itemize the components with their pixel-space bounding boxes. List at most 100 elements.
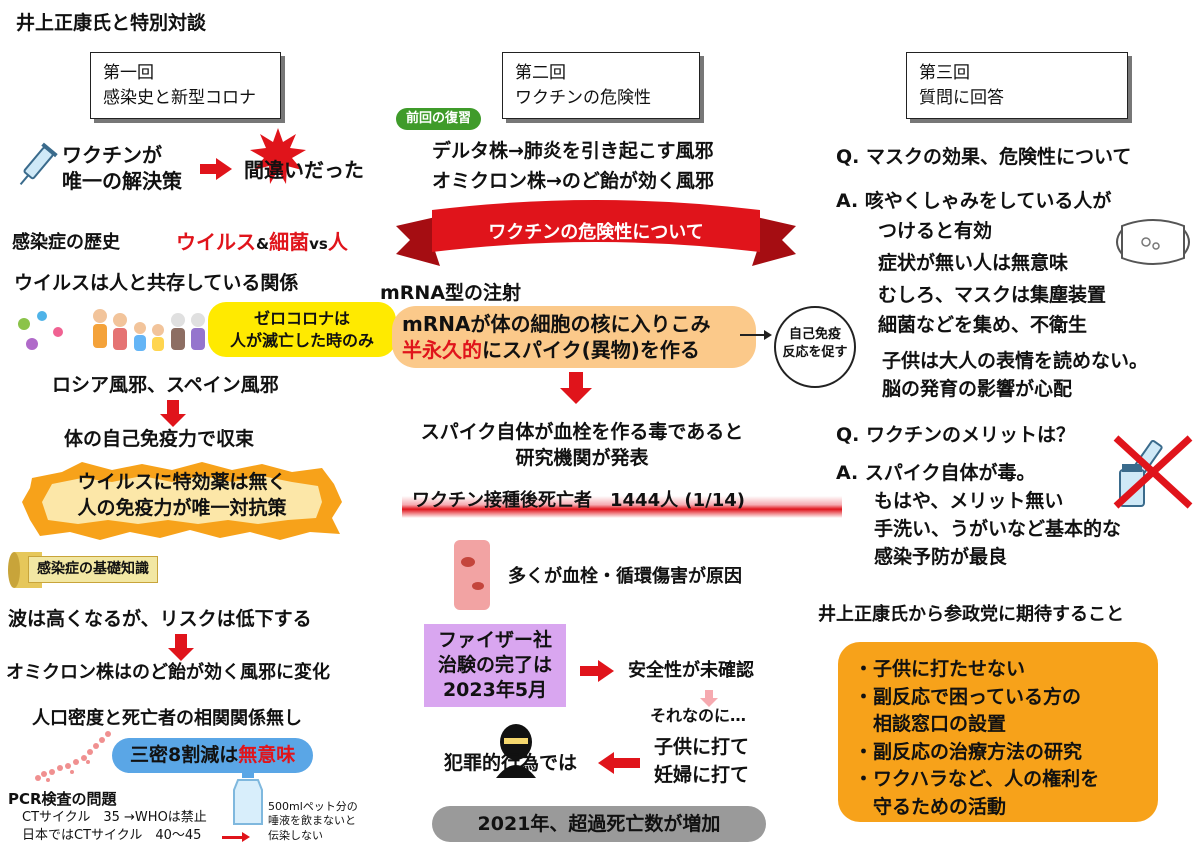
episode1-number: 第一回 [103,63,154,83]
answer2-line3: 手洗い、うがいなど基本的な [874,518,1122,540]
virus-and-family-icon [18,309,205,351]
delta-text: デルタ株→肺炎を引き起こす風邪 [432,140,714,162]
nevertheless-text: それなのに… [650,706,747,725]
answer2-line1: A. スパイク自体が毒。 [836,462,1036,484]
expectations-title: 井上正康氏から参政党に期待すること [818,604,1124,625]
pfizer-line1: ファイザー社 [437,629,552,651]
answer1-line1: A. 咳やくしゃみをしている人が [836,190,1112,212]
history-label: 感染症の歴史 [12,232,120,253]
bottle-line1: 500mlペット分の [268,800,358,813]
expectations-box [838,642,1158,822]
down-arrow-icon-3 [560,372,592,404]
bacteria-word: 細菌 [269,230,310,254]
masked-criminal-icon [496,724,536,778]
virus-vs-human: ウイルス&細菌vs人 [176,230,348,254]
episode2-topic: ワクチンの危険性 [515,87,651,108]
burst-icon [250,128,306,184]
down-arrow-icon [160,400,186,427]
no-cure-line2: 人の免疫力が唯一対抗策 [77,496,287,519]
meaningless-word: 無意味 [238,744,296,766]
vs-word: vs [309,235,328,253]
spike-line1: スパイク自体が血栓を作る毒であると [420,421,744,443]
ribbon-text: ワクチンの危険性について [488,222,704,243]
starburst-shape [22,462,342,540]
expectation-item: 相談窓口の設置 [854,713,1007,736]
spike-production-text: にスパイク(異物)を作る [482,338,700,362]
zero-covid-line1: ゼロコロナは [253,309,350,328]
bottle-note: 500mlペット分の 唾液を飲まないと 伝染しない [268,800,358,843]
right-arrow-icon-2 [580,660,614,682]
episode2-number: 第二回 [515,63,566,83]
down-arrow-icon-4 [700,690,718,707]
episode3-header: 第三回 質問に回答 [906,52,1128,120]
mrna-callout [392,306,756,368]
episode2-header: 第二回 ワクチンの危険性 [502,52,700,120]
pregnant-text: 妊婦に打て [654,764,750,786]
vaccine-only-solution: ワクチンが 唯一の解決策 [62,142,182,194]
zero-covid-line2: 人が滅亡した時のみ [229,330,374,350]
cause-text: 多くが血栓・循環傷害が原因 [508,566,742,587]
no-cure-line1: ウイルスに特効薬は無く [77,471,287,493]
amp: & [256,235,270,253]
pfizer-box: ファイザー社 治験の完了は 2023年5月 [424,624,566,708]
no-cure-text: ウイルスに特効薬は無く 人の免疫力が唯一対抗策 [40,470,324,521]
autoimmune-line1: 自己免疫 [788,327,841,342]
unconfirmed-text: 安全性が未確認 [628,660,754,681]
pfizer-line3: 2023年5月 [442,679,548,702]
episode3-topic: 質問に回答 [919,87,1004,108]
vaccine-line1: ワクチンが [62,143,162,167]
page-title: 井上正康氏と特別対談 [16,12,207,34]
zero-covid-callout: ゼロコロナは 人が滅亡した時のみ [208,302,396,358]
blood-vessel-icon [454,540,490,610]
question2: Q. ワクチンのメリットは？ [836,424,1075,446]
episode1-header: 第一回 感染史と新型コロナ [90,52,281,120]
coexist-text: ウイルスは人と共存している関係 [14,272,299,294]
syringe-icon [19,142,58,186]
answer1-line5: 細菌などを集め、不衛生 [878,314,1088,336]
pfizer-line2: 治験の完了は [437,654,552,677]
autoimmune-line2: 反応を促す [782,345,848,361]
child-text: 子供に打て [654,736,750,758]
answer2-line4: 感染予防が最良 [874,546,1008,568]
pcr-line1: CTサイクル 35 →WHOは禁止 [22,810,207,825]
answer2-line2: もはや、メリット無い [874,490,1064,512]
down-arrow-icon-2 [168,634,194,661]
japan-map-icon [35,731,111,782]
right-arrow-icon [200,158,232,180]
mask-icon [1116,219,1190,265]
virus-word: ウイルス [176,230,256,254]
answer1-line3: 症状が無い人は無意味 [878,252,1069,274]
density-text: 人口密度と死亡者の相関関係無し [32,708,302,729]
omicron-text: オミクロン株→のど飴が効く風邪 [432,170,714,192]
semi-permanent-word: 半永久的 [402,338,482,362]
omicron-change-text: オミクロン株はのど飴が効く風邪に変化 [6,662,330,683]
spike-line2: 研究機関が発表 [515,446,649,469]
episode1-topic: 感染史と新型コロナ [103,87,256,108]
answer1-line2: つけると有効 [878,220,993,242]
crime-text: 犯罪的行為では [444,752,578,774]
question1: Q. マスクの効果、危険性について [836,146,1132,168]
expectation-item: ・ワクハラなど、人の権利を [854,768,1100,791]
autoimmune-circle: 自己免疫 反応を促す [774,306,856,388]
review-badge: 前回の復習 [396,108,482,130]
spike-announcement: スパイク自体が血栓を作る毒であると 研究機関が発表 [392,420,772,471]
expectation-item: 守るための活動 [854,795,1007,818]
human-word: 人 [327,230,348,254]
expectation-item: ・副反応で困っている方の [854,685,1082,708]
mrna-title: mRNA型の注射 [380,282,522,304]
self-immunity-text: 体の自己免疫力で収束 [64,428,255,450]
excess-deaths-pill: 2021年、超過死亡数が増加 [432,806,766,842]
mistake-text: 間違いだった [244,158,364,182]
expectation-item: ・副反応の治療方法の研究 [854,740,1083,763]
small-right-arrow-icon-2 [740,330,772,340]
left-arrow-icon [598,752,640,774]
flu-history: ロシア風邪、スペイン風邪 [52,374,279,396]
pcr-title: PCR検査の問題 [8,790,117,808]
no-vaccine-icon [1113,435,1193,509]
bottle-line2: 唾液を飲まないと [268,814,356,828]
deaths-highlight [402,496,842,518]
answer1-line6: 子供は大人の表情を読めない。 [882,350,1149,372]
three-c-text: 三密8割減は [130,744,239,766]
pcr-line2: 日本ではCTサイクル 40〜45 [22,828,202,843]
wave-text: 波は高くなるが、リスクは低下する [8,608,312,630]
